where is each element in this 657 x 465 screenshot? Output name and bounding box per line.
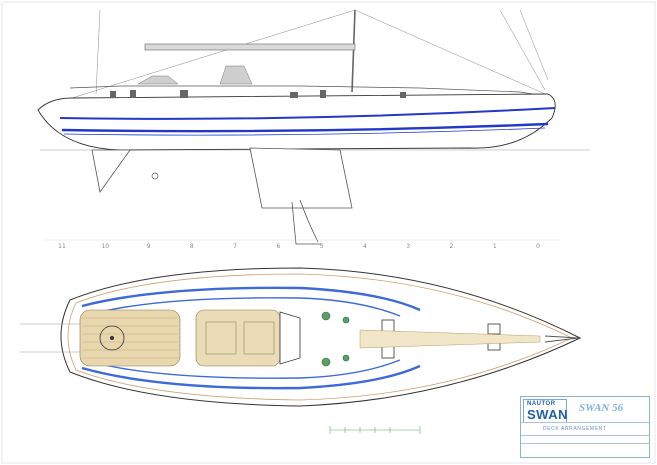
bow-roller	[544, 335, 579, 343]
station-label: 4	[363, 243, 367, 250]
station-label: 2	[450, 243, 454, 250]
station-label: 9	[147, 243, 151, 250]
boom	[144, 43, 356, 51]
deck-fittings	[110, 90, 406, 98]
station-label: 5	[320, 243, 324, 250]
bimini-aft	[137, 75, 179, 85]
companionway	[279, 311, 301, 365]
logo-top-text: NAUTOR	[527, 401, 556, 407]
deck-outline	[60, 267, 582, 407]
model-name: SWAN 56	[579, 402, 624, 414]
hull-stripe-thin	[63, 127, 546, 136]
inner-stay	[499, 9, 546, 91]
aft-stay	[95, 9, 101, 95]
backstay	[71, 9, 356, 99]
nautor-swan-logo: NAUTOR SWAN	[523, 399, 568, 423]
station-label: 0	[536, 243, 540, 250]
station-label: 7	[233, 243, 237, 250]
steering-wheel	[99, 325, 125, 351]
station-label: 3	[406, 243, 410, 250]
title-block: NAUTOR SWAN SWAN 56 DECK ARRANGEMENT	[520, 396, 650, 458]
rudder	[91, 149, 131, 193]
toerail	[67, 273, 573, 401]
rig-line	[519, 9, 549, 81]
wheel-hub	[110, 336, 114, 340]
station-label: 8	[190, 243, 194, 250]
title-rule-lower	[521, 435, 649, 436]
drawing-title: DECK ARRANGEMENT	[543, 426, 607, 432]
mast	[351, 9, 356, 93]
keel	[249, 147, 353, 209]
deck-line-port	[81, 286, 421, 312]
cockpit-table	[205, 321, 237, 355]
cockpit-aft	[79, 309, 181, 367]
foredeck-strip	[359, 329, 541, 349]
bimini-fwd	[219, 65, 253, 85]
winches	[321, 311, 350, 367]
guard-rail	[69, 85, 546, 97]
station-label: 10	[101, 243, 109, 250]
title-rule	[521, 422, 649, 423]
keel-tip	[291, 201, 322, 245]
forestay	[354, 9, 546, 95]
logo-main-text: SWAN	[527, 407, 568, 422]
scale-bar	[329, 426, 421, 434]
coaming-port	[91, 297, 401, 317]
hull-stripe-top	[59, 107, 556, 120]
propeller	[151, 172, 159, 180]
station-label: 1	[493, 243, 497, 250]
coaming-starboard	[91, 359, 401, 379]
station-label: 6	[276, 243, 280, 250]
teak-planking	[82, 317, 178, 359]
keel-bulb	[299, 199, 319, 243]
title-rule-bottom	[521, 443, 649, 444]
station-label: 11	[58, 243, 66, 250]
hull-stripe-bottom	[61, 122, 549, 133]
cockpit-seat	[243, 321, 275, 355]
hull	[37, 93, 556, 151]
deck-line-starboard	[81, 364, 421, 390]
cockpit-fwd	[195, 309, 281, 367]
side-elevation	[37, 9, 590, 245]
deck-plan	[20, 267, 582, 407]
